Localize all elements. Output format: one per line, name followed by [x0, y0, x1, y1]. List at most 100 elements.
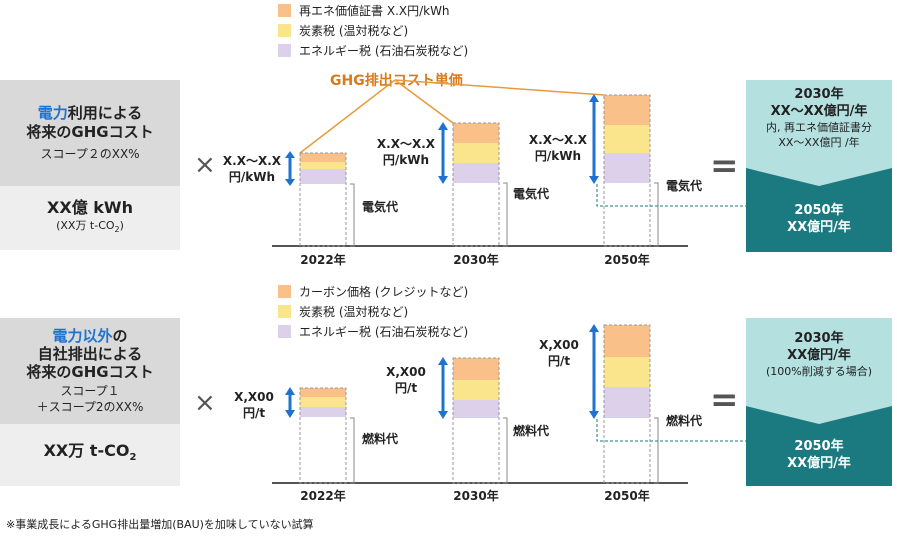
- year-2022: 2022年: [300, 253, 346, 267]
- bar-2050-energy: [604, 387, 650, 418]
- title-rest: 利用による: [67, 104, 143, 122]
- scope-label: スコープ２のXX%: [40, 147, 140, 161]
- ghg-pointer-line: [394, 79, 605, 96]
- legend-item-carbon-tax: 炭素税 (温対税など): [278, 303, 408, 320]
- unit-label-2050: X,X00 円/t: [539, 338, 579, 368]
- legend-swatch: [278, 325, 291, 338]
- bar-2022-energy: [300, 169, 346, 184]
- bottom-result-2050-shape: [746, 406, 892, 486]
- arrow-head: [438, 411, 448, 419]
- equals-sign: =: [710, 146, 739, 186]
- bar-2022-carbon-price: [300, 388, 346, 397]
- bar-2030-carbon: [453, 143, 499, 163]
- unit-label-2030: X,X00 円/t: [386, 365, 426, 395]
- legend-item-carbon-price: カーボン価格 (クレジットなど): [278, 283, 468, 300]
- cost-tag-2050: 燃料代: [666, 414, 703, 428]
- cost-tag-2030: 電気代: [513, 187, 550, 201]
- arrow-head: [438, 176, 448, 184]
- bar-2030-energy: [453, 400, 499, 418]
- legend-swatch: [278, 285, 291, 298]
- top-left-amount-box: XX億 kWh (XX万 t-CO2): [0, 186, 180, 250]
- amount-sub: (XX万 t-CO2): [56, 219, 124, 235]
- bar-2030-renewable: [453, 123, 499, 143]
- arrow-head: [589, 324, 599, 332]
- bottom-result-2030: 2030年 XX億円/年 (100%削減する場合): [746, 318, 892, 424]
- footnote: ※事業成長によるGHG排出量増加(BAU)を加味していない試算: [6, 518, 314, 531]
- bar-2022-carbon: [300, 162, 346, 169]
- bar-2050-carbon: [604, 357, 650, 387]
- bar-2030-outline: [452, 357, 500, 484]
- multiply-sign: ×: [194, 388, 216, 418]
- title-line2: 将来のGHGコスト: [26, 123, 154, 141]
- arrow-head: [285, 410, 295, 418]
- brace-2022: [350, 183, 355, 247]
- bar-2030-outline: [452, 122, 500, 247]
- connector-2050: [596, 184, 746, 207]
- bar-2022-carbon: [300, 397, 346, 407]
- bar-2050-energy: [604, 153, 650, 183]
- legend-item-renewable: 再エネ価値証書 X.X円/kWh: [278, 2, 450, 19]
- top-chart: [272, 79, 746, 247]
- legend-item-energy-tax: エネルギー税 (石油石炭税など): [278, 323, 468, 340]
- ghg-pointer-line: [394, 79, 454, 124]
- bottom-result-2050: 2050年 XX億円/年: [787, 439, 851, 471]
- brace-2050: [654, 417, 659, 484]
- year-2030: 2030年: [453, 253, 499, 267]
- bar-2022-outline: [299, 387, 347, 484]
- scope-label: スコープ１ ＋スコープ2のXX%: [36, 384, 144, 414]
- cost-tag-2030: 燃料代: [513, 424, 550, 438]
- year-2030: 2030年: [453, 489, 499, 503]
- bar-2022-renewable: [300, 153, 346, 162]
- bar-2050-carbon-price: [604, 325, 650, 357]
- legend-item-energy-tax: エネルギー税 (石油石炭税など): [278, 42, 468, 59]
- bar-2050-outline: [603, 94, 651, 247]
- bar-2030-carbon: [453, 380, 499, 400]
- bar-2022-energy: [300, 407, 346, 417]
- bottom-left-amount-box: XX万 t-CO2: [0, 424, 180, 486]
- top-left-title-box: 電力利用による 将来のGHGコスト スコープ２のXX%: [0, 80, 180, 186]
- legend-label: 再エネ価値証書 X.X円/kWh: [299, 4, 450, 18]
- year-2022: 2022年: [300, 489, 346, 503]
- bottom-chart: [272, 324, 746, 484]
- arrow-head: [285, 151, 295, 158]
- bar-2030-carbon-price: [453, 358, 499, 380]
- unit-label-2022: X.X〜X.X 円/kWh: [222, 154, 282, 184]
- legend-label: カーボン価格 (クレジットなど): [299, 285, 469, 299]
- top-result-2030: 2030年 XX〜XX億円/年 内, 再エネ価値証書分 XX〜XX億円 /年: [746, 80, 892, 186]
- connector-2050: [596, 419, 746, 442]
- legend-swatch: [278, 4, 291, 17]
- arrow-head: [589, 411, 599, 419]
- brace-2030: [503, 417, 508, 484]
- bottom-left-title-box: 電力以外の 自社排出による 将来のGHGコスト スコープ１ ＋スコープ2のXX%: [0, 318, 180, 424]
- legend-swatch: [278, 44, 291, 57]
- year-2050: 2050年: [604, 489, 650, 503]
- legend-label: 炭素税 (温対税など): [299, 24, 409, 38]
- ghg-pointer-line: [299, 79, 396, 154]
- bar-2022-outline: [299, 152, 347, 247]
- bar-2050-carbon: [604, 125, 650, 153]
- cost-tag-2050: 電気代: [666, 179, 703, 193]
- brace-2022: [350, 417, 355, 484]
- cost-tag-2022: 燃料代: [362, 432, 399, 446]
- top-left-title: 電力利用による 将来のGHGコスト: [26, 104, 153, 142]
- arrow-head: [285, 179, 295, 186]
- title-highlight: 電力: [37, 104, 68, 122]
- legend-label: エネルギー税 (石油石炭税など): [299, 44, 469, 58]
- brace-2050: [654, 182, 659, 247]
- bar-2050-outline: [603, 324, 651, 484]
- multiply-sign: ×: [194, 150, 216, 180]
- legend-swatch: [278, 24, 291, 37]
- top-result-2050: 2050年 XX億円/年: [787, 203, 851, 235]
- unit-label-2050: X.X〜X.X 円/kWh: [528, 133, 588, 163]
- legend-item-carbon-tax: 炭素税 (温対税など): [278, 22, 408, 39]
- arrow-head: [438, 122, 448, 130]
- legend-label: エネルギー税 (石油石炭税など): [299, 325, 469, 339]
- brace-2030: [503, 182, 508, 247]
- cost-tag-2022: 電気代: [362, 200, 399, 214]
- arrow-head: [589, 176, 599, 184]
- unit-label-2022: X,X00 円/t: [234, 390, 274, 420]
- year-2050: 2050年: [604, 253, 650, 267]
- arrow-head: [438, 357, 448, 365]
- equals-sign: =: [710, 380, 739, 420]
- unit-label-2030: X.X〜X.X 円/kWh: [376, 137, 436, 167]
